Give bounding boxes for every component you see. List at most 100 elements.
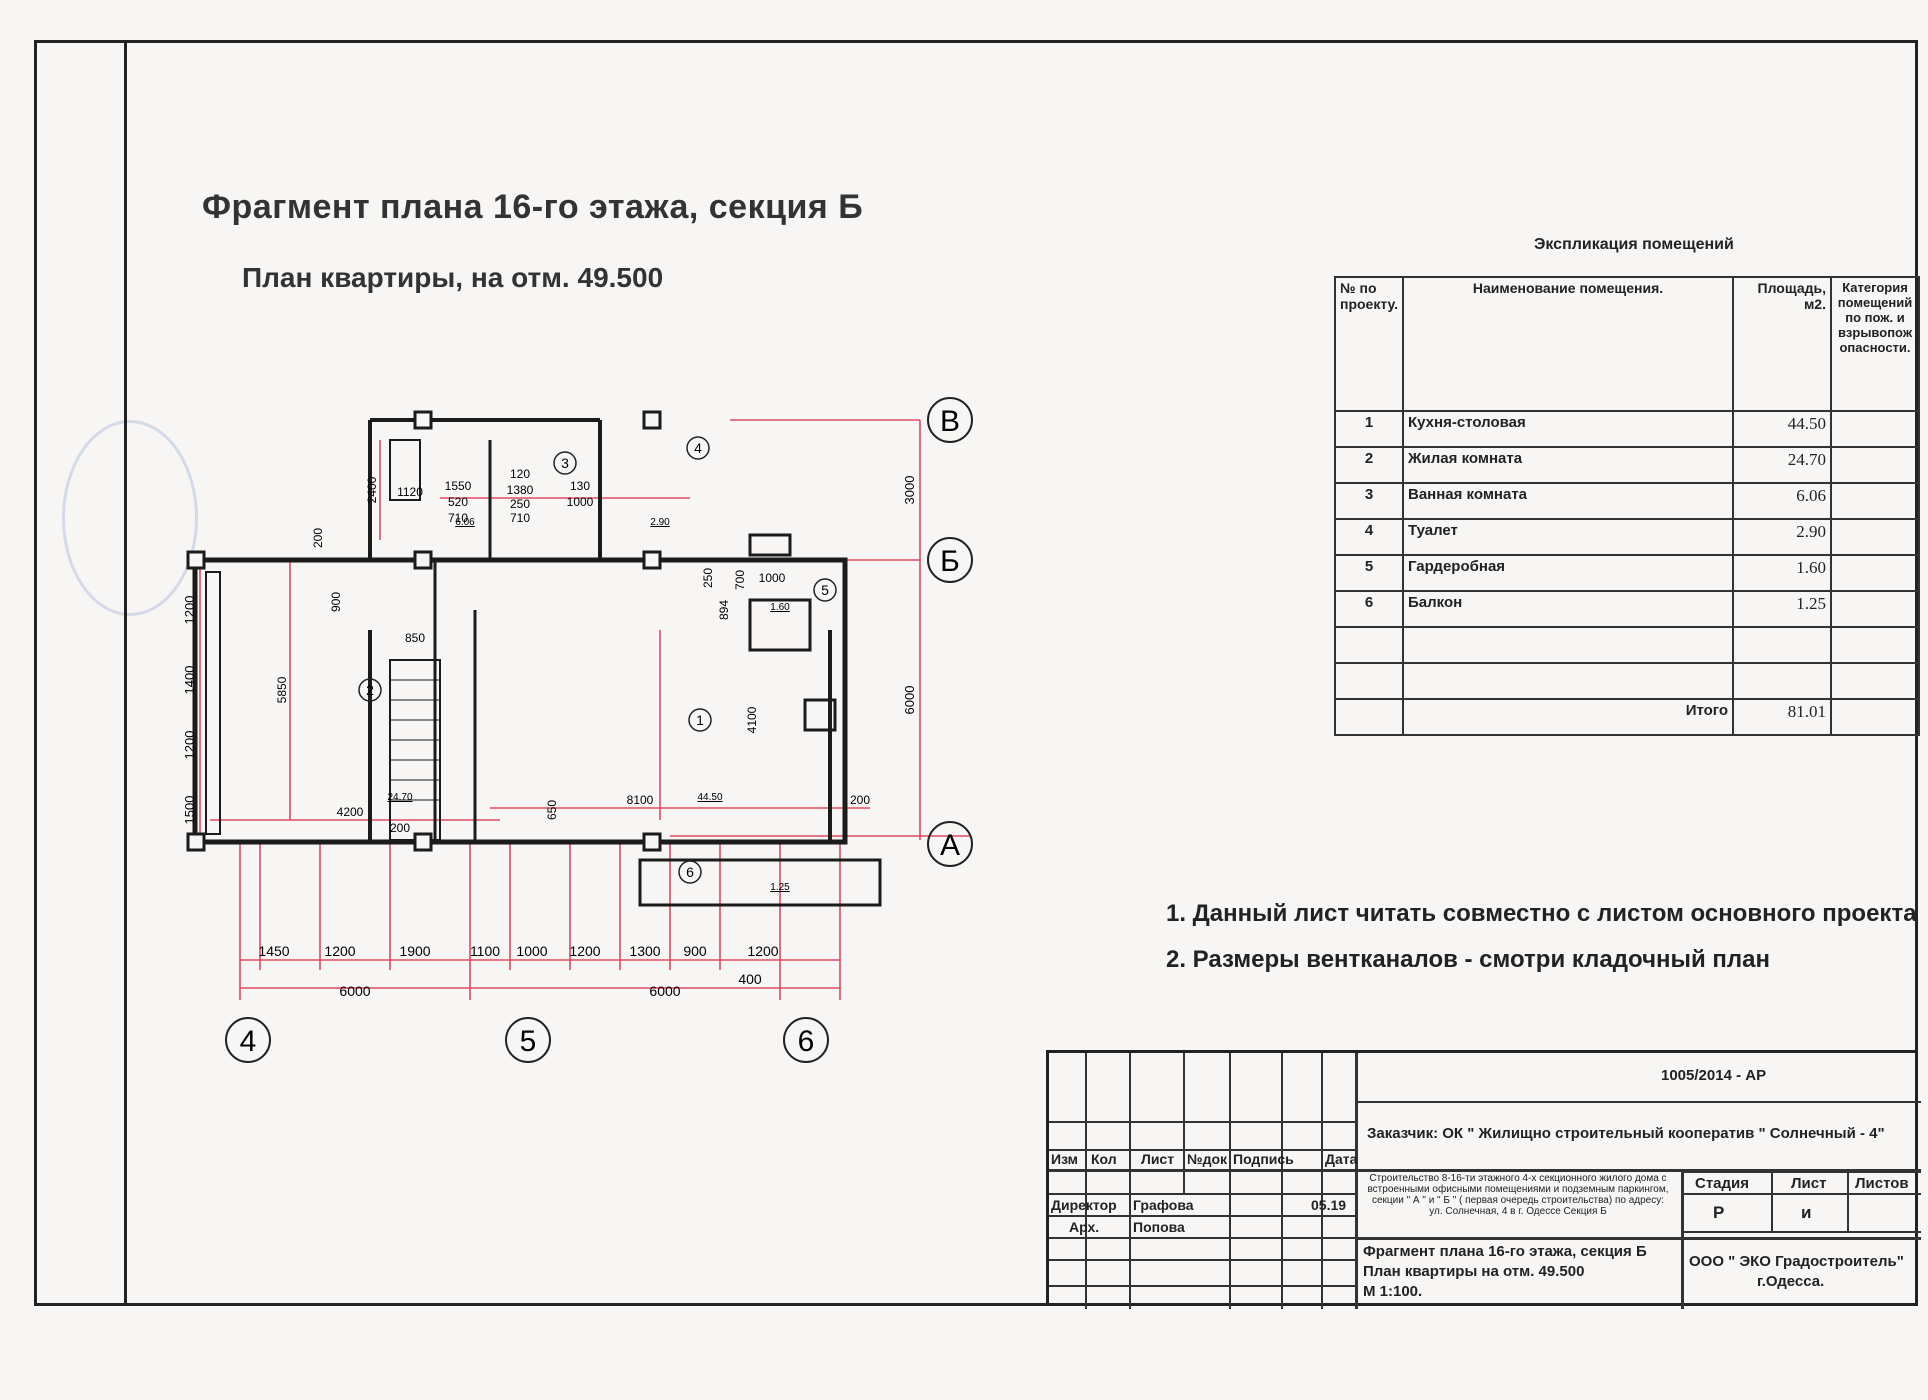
svg-text:1100: 1100 (470, 943, 500, 959)
sheet-value: и (1801, 1203, 1812, 1222)
project-description: Строительство 8-16-ти этажного 4-х секци… (1367, 1173, 1669, 1217)
sheet-title-1: Фрагмент плана 16-го этажа, секция Б (1363, 1243, 1647, 1260)
axis-bubble-b: Б (927, 537, 973, 583)
svg-text:1200: 1200 (324, 943, 355, 959)
svg-text:Б: Б (940, 545, 960, 578)
svg-text:850: 850 (405, 631, 425, 645)
room-markers: 1 2 3 4 5 6 (358, 436, 837, 884)
area-label-2: 24.70 (387, 792, 412, 803)
svg-text:1: 1 (696, 712, 704, 728)
axis-bubble-a: А (927, 821, 973, 867)
svg-text:520: 520 (448, 495, 468, 509)
svg-text:4: 4 (694, 440, 702, 456)
col-ndok: №док (1187, 1151, 1228, 1167)
svg-text:1120: 1120 (397, 485, 423, 499)
right-dimensions: 3000 6000 (902, 476, 917, 715)
name-director: Графова (1133, 1197, 1194, 1213)
svg-text:8100: 8100 (627, 793, 654, 807)
floor-plan: 4 5 6 В Б А 1 (182, 397, 973, 1063)
svg-text:3000: 3000 (902, 476, 917, 505)
svg-text:130: 130 (570, 479, 590, 493)
structural-columns (186, 410, 662, 852)
grid-axes: 4 5 6 В Б А (225, 397, 973, 1063)
svg-text:6000: 6000 (339, 983, 370, 999)
svg-text:1200: 1200 (182, 596, 197, 625)
room-area-labels: 44.50 24.70 6.06 2.90 1.60 1.25 (387, 517, 790, 893)
col-header-number: № по проекту. (1334, 276, 1404, 412)
svg-text:А: А (940, 829, 960, 862)
sheets-header: Листов (1855, 1175, 1909, 1192)
col-list: Лист (1141, 1151, 1175, 1167)
svg-text:1200: 1200 (182, 731, 197, 760)
svg-text:5: 5 (520, 1025, 537, 1058)
table-row-empty (1334, 662, 1920, 700)
svg-text:650: 650 (545, 800, 559, 820)
col-izm: Изм (1051, 1151, 1079, 1167)
table-row: 1 Кухня-столовая 44.50 (1334, 410, 1920, 448)
svg-text:1550: 1550 (445, 479, 472, 493)
axis-bubble-5: 5 (505, 1017, 551, 1063)
svg-text:6000: 6000 (902, 686, 917, 715)
role-architect: Арх. (1069, 1219, 1100, 1235)
svg-text:900: 900 (683, 943, 707, 959)
stage-header: Стадия (1695, 1175, 1750, 1192)
svg-text:5850: 5850 (275, 676, 289, 703)
table-row: 4 Туалет 2.90 (1334, 518, 1920, 556)
bottom-dimensions: 1450 1200 1900 1100 1000 1200 1300 900 1… (258, 943, 778, 999)
svg-text:894: 894 (717, 600, 731, 620)
svg-text:4200: 4200 (337, 805, 364, 819)
svg-text:2: 2 (366, 682, 374, 698)
svg-text:6: 6 (686, 864, 694, 880)
org-city: г.Одесса. (1757, 1273, 1825, 1290)
col-data: Дата (1325, 1151, 1358, 1167)
svg-text:1900: 1900 (399, 943, 430, 959)
title-block: 1005/2014 - АР Заказчик: ОК " Жилищно ст… (1046, 1050, 1921, 1309)
room-marker-2: 2 (358, 678, 382, 702)
svg-text:710: 710 (510, 511, 530, 525)
svg-text:4: 4 (240, 1025, 257, 1058)
axis-bubble-v: В (927, 397, 973, 443)
area-label-4: 2.90 (650, 517, 670, 528)
svg-text:200: 200 (850, 793, 870, 807)
svg-text:900: 900 (329, 592, 343, 612)
svg-text:1380: 1380 (507, 483, 534, 497)
svg-text:3: 3 (561, 455, 569, 471)
sheet-header: Лист (1791, 1175, 1827, 1192)
sheet-title-2: План квартиры на отм. 49.500 (1363, 1263, 1585, 1280)
dimension-lines (199, 419, 970, 1000)
svg-text:1000: 1000 (567, 495, 594, 509)
svg-text:250: 250 (701, 568, 715, 588)
room-marker-1: 1 (688, 708, 712, 732)
area-label-6: 1.25 (770, 882, 790, 893)
svg-text:710: 710 (448, 511, 468, 525)
svg-text:250: 250 (510, 497, 530, 511)
sheet-title-3: М 1:100. (1363, 1283, 1423, 1300)
col-header-area: Площадь, м2. (1732, 276, 1832, 412)
svg-text:1000: 1000 (516, 943, 547, 959)
room-marker-3: 3 (553, 451, 577, 475)
table-row: 2 Жилая комната 24.70 (1334, 446, 1920, 484)
total-value: 81.01 (1732, 698, 1832, 736)
general-notes: 1. Данный лист читать совместно с листом… (1166, 900, 1917, 992)
note-1: 1. Данный лист читать совместно с листом… (1166, 900, 1917, 927)
plan-subtitle: План квартиры, на отм. 49.500 (242, 262, 664, 293)
note-2: 2. Размеры вентканалов - смотри кладочны… (1166, 946, 1770, 973)
binding-margin-line (124, 40, 127, 1306)
left-dimensions: 1200 1400 1200 1500 (182, 596, 197, 825)
svg-text:120: 120 (510, 467, 530, 481)
customer-line: Заказчик: ОК " Жилищно строительный кооп… (1367, 1125, 1885, 1142)
area-label-3: 6.06 (455, 517, 475, 528)
room-marker-4: 4 (686, 436, 710, 460)
svg-text:1450: 1450 (258, 943, 289, 959)
project-code: 1005/2014 - АР (1661, 1067, 1767, 1084)
axis-bubble-4: 4 (225, 1017, 271, 1063)
total-label: Итого (1402, 698, 1734, 736)
svg-text:1300: 1300 (629, 943, 660, 959)
table-row-empty (1334, 626, 1920, 664)
col-kol: Кол (1091, 1151, 1117, 1167)
role-director: Директор (1051, 1197, 1117, 1213)
svg-text:1200: 1200 (747, 943, 778, 959)
date-director: 05.19 (1311, 1197, 1347, 1213)
svg-text:5: 5 (821, 582, 829, 598)
